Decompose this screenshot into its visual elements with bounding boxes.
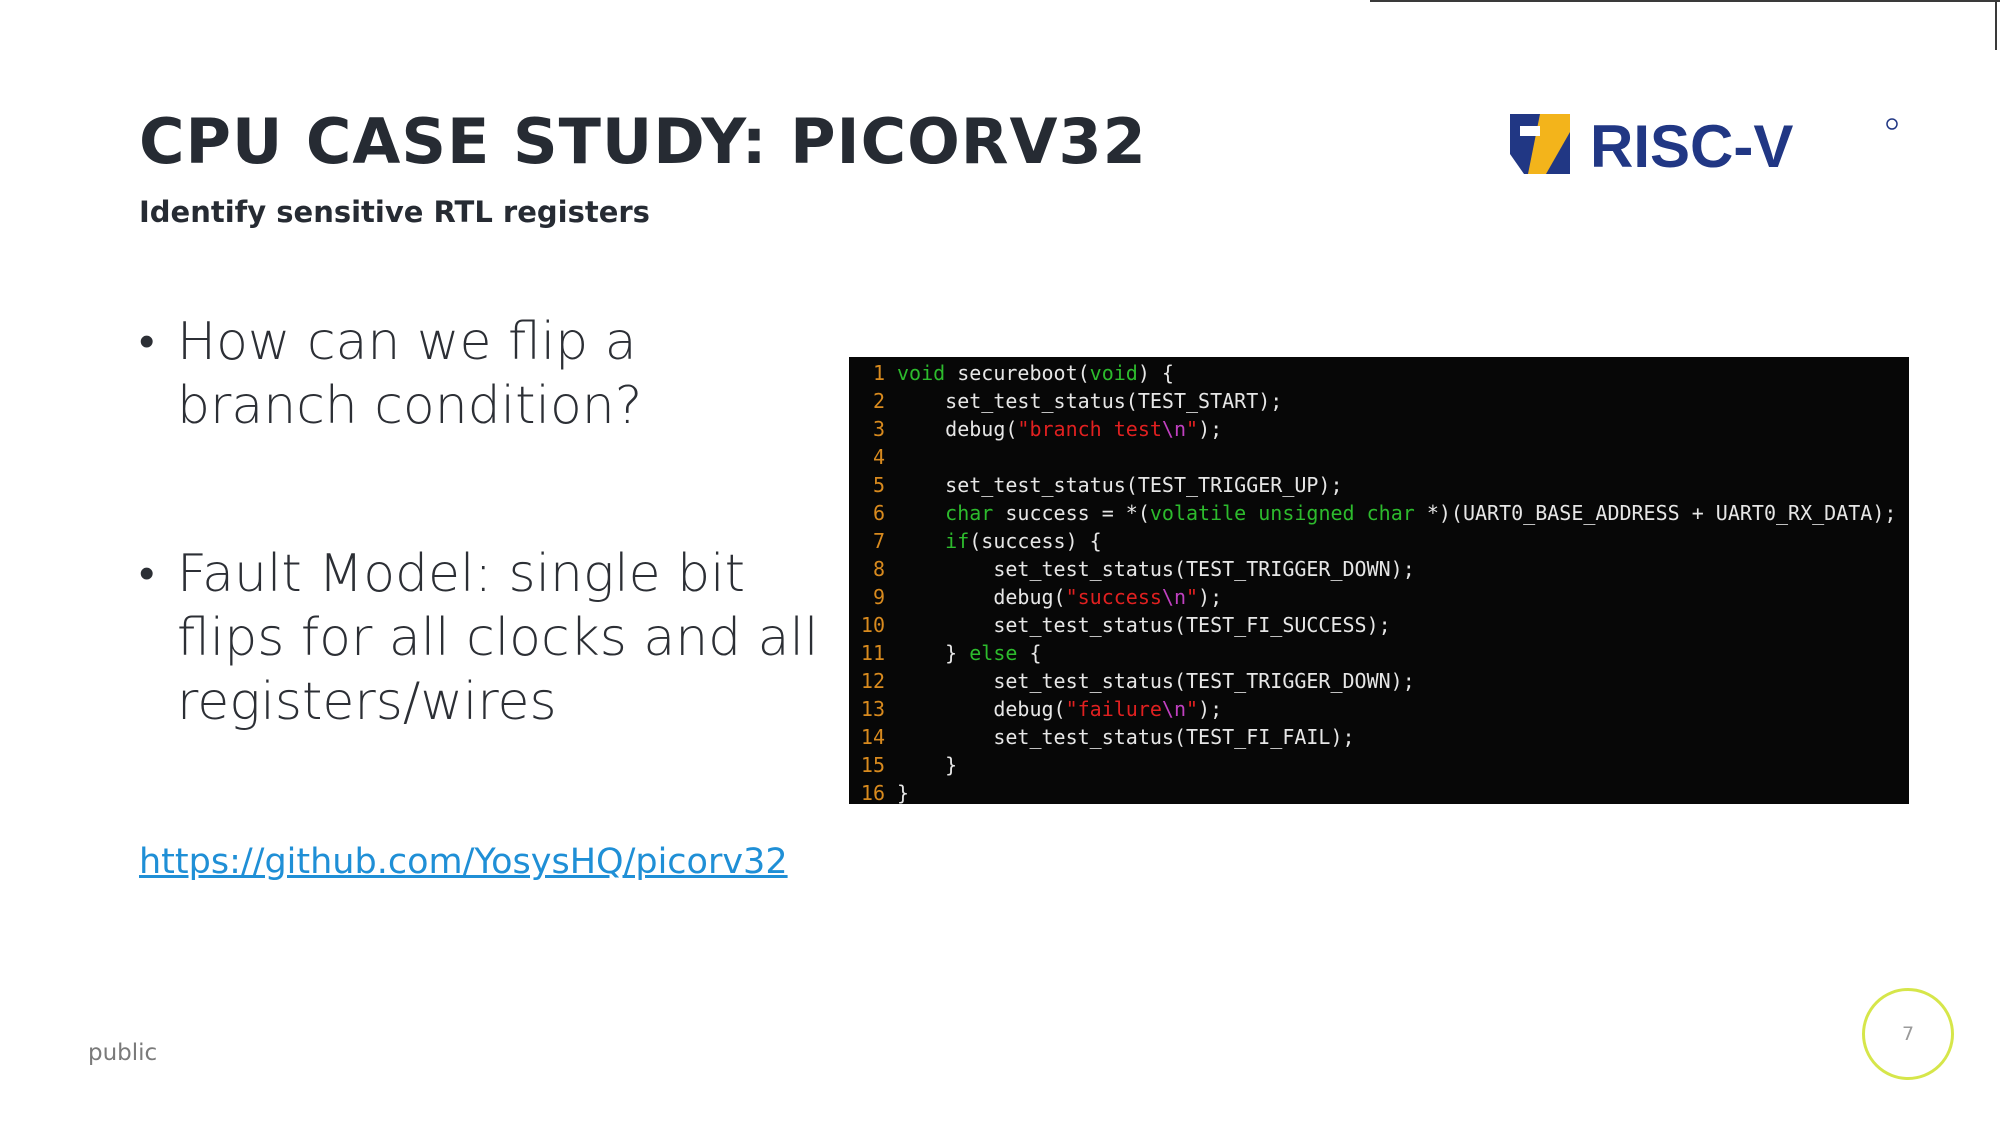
line-number: 2: [872, 389, 885, 413]
page-number: 7: [1901, 1023, 1915, 1045]
code-token: char: [897, 501, 994, 525]
risc-v-logo-text: RISC-V: [1590, 113, 1793, 180]
code-token: if: [897, 529, 970, 553]
code-token: debug(: [897, 417, 1018, 441]
code-line: 14 set_test_status(TEST_FI_FAIL);: [849, 723, 1909, 751]
top-rule-vertical: [1995, 0, 1997, 50]
code-token: set_test_status(TEST_TRIGGER_DOWN);: [897, 557, 1415, 581]
code-token: "success: [1065, 585, 1162, 609]
top-rule: [1370, 0, 2000, 2]
page-number-badge: 7: [1862, 988, 1954, 1080]
line-number: 5: [872, 473, 885, 497]
code-token: debug("failure\n");: [885, 695, 1222, 723]
code-token: debug(: [897, 697, 1066, 721]
line-number: 15: [860, 753, 885, 777]
slide-title: CPU CASE STUDY: PICORV32: [139, 105, 1147, 178]
line-number: 6: [872, 501, 885, 525]
line-number: 14: [860, 725, 885, 749]
bullet-item: How can we flip a branch condition?: [139, 310, 819, 438]
code-token: debug("success\n");: [885, 583, 1222, 611]
line-number: 10: [860, 613, 885, 637]
code-token: [885, 443, 897, 471]
code-token: );: [1198, 697, 1223, 721]
code-token: char success = *(volatile unsigned char …: [885, 499, 1896, 527]
registered-mark-icon: [1886, 118, 1898, 130]
code-line: 12 set_test_status(TEST_TRIGGER_DOWN);: [849, 667, 1909, 695]
code-token: ": [1186, 417, 1199, 441]
line-number: 11: [860, 641, 885, 665]
code-line: 3 debug("branch test\n");: [849, 415, 1909, 443]
code-token: if(success) {: [885, 527, 1102, 555]
code-token: debug("branch test\n");: [885, 415, 1222, 443]
code-line: 4: [849, 443, 1909, 471]
code-line: 11 } else {: [849, 639, 1909, 667]
risc-v-emblem-icon: [1510, 114, 1570, 174]
code-token: );: [1198, 585, 1223, 609]
code-token: }: [897, 753, 958, 777]
code-token: void: [897, 361, 946, 385]
code-token: secureboot(: [945, 361, 1090, 385]
code-token: *)(UART0_BASE_ADDRESS + UART0_RX_DATA);: [1414, 501, 1897, 525]
code-line: 16}: [849, 779, 1909, 804]
line-number: 13: [860, 697, 885, 721]
code-token: );: [1198, 417, 1223, 441]
code-token: {: [1017, 641, 1042, 665]
github-link[interactable]: https://github.com/YosysHQ/picorv32: [139, 842, 788, 882]
code-token: else: [969, 641, 1018, 665]
code-line: 6 char success = *(volatile unsigned cha…: [849, 499, 1909, 527]
code-line: 15 }: [849, 751, 1909, 779]
code-token: } else {: [885, 639, 1042, 667]
code-line: 10 set_test_status(TEST_FI_SUCCESS);: [849, 611, 1909, 639]
line-number: 16: [860, 781, 885, 804]
code-line: 7 if(success) {: [849, 527, 1909, 555]
code-token: ": [1186, 697, 1199, 721]
line-number: 1: [872, 361, 885, 385]
line-number: 3: [872, 417, 885, 441]
code-token: set_test_status(TEST_TRIGGER_DOWN);: [897, 669, 1415, 693]
code-token: "failure: [1065, 697, 1162, 721]
code-token: debug(: [897, 585, 1066, 609]
code-token: set_test_status(TEST_START);: [897, 389, 1283, 413]
line-number: 4: [872, 445, 885, 469]
bullet-list: How can we flip a branch condition? Faul…: [139, 310, 819, 734]
classification-label: public: [88, 1040, 158, 1066]
code-token: ) {: [1137, 361, 1174, 385]
code-line: 13 debug("failure\n");: [849, 695, 1909, 723]
code-line: 9 debug("success\n");: [849, 583, 1909, 611]
bullet-item: Fault Model: single bit flips for all cl…: [139, 542, 819, 734]
code-line: 5 set_test_status(TEST_TRIGGER_UP);: [849, 471, 1909, 499]
code-token: set_test_status(TEST_TRIGGER_UP);: [897, 473, 1343, 497]
code-token: ": [1186, 585, 1199, 609]
line-number: 9: [872, 585, 885, 609]
code-token: \n: [1161, 585, 1186, 609]
code-token: \n: [1161, 697, 1186, 721]
code-token: \n: [1161, 417, 1187, 441]
code-token: void secureboot(void) {: [885, 359, 1174, 387]
code-token: "branch test: [1017, 417, 1162, 441]
line-number: 8: [872, 557, 885, 581]
code-token: volatile unsigned char: [1149, 501, 1415, 525]
line-number: 12: [860, 669, 885, 693]
code-token: void: [1089, 361, 1138, 385]
code-token: (success) {: [969, 529, 1102, 553]
code-token: set_test_status(TEST_FI_FAIL);: [897, 725, 1355, 749]
slide-subtitle: Identify sensitive RTL registers: [139, 195, 650, 229]
code-line: 2 set_test_status(TEST_START);: [849, 387, 1909, 415]
risc-v-logo: RISC-V: [1510, 113, 1898, 180]
code-token: }: [897, 781, 910, 804]
code-line: 8 set_test_status(TEST_TRIGGER_DOWN);: [849, 555, 1909, 583]
code-token: }: [897, 641, 970, 665]
code-token: success = *(: [993, 501, 1150, 525]
code-token: set_test_status(TEST_FI_SUCCESS);: [897, 613, 1391, 637]
line-number: 7: [872, 529, 885, 553]
